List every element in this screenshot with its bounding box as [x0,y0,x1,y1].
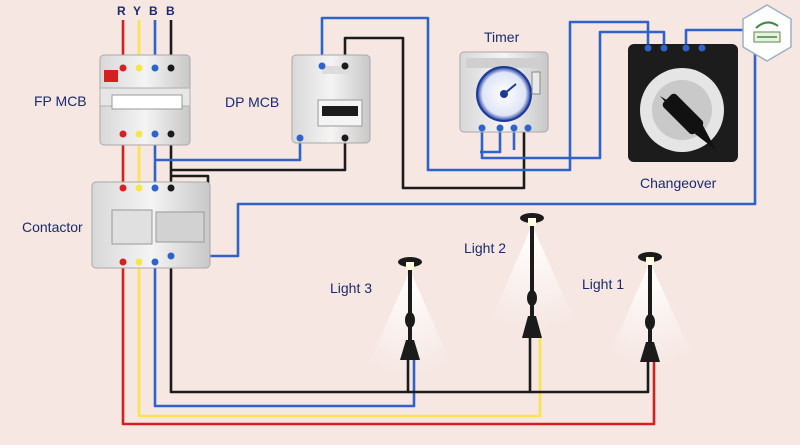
light-2-label: Light 2 [464,240,507,256]
contactor [91,181,211,269]
changeover-label: Changeover [640,175,717,191]
fp-mcb-label: FP MCB [34,93,87,109]
street-lamp-icon [398,257,422,360]
dp-mcb [291,54,371,144]
changeover-switch [628,44,738,162]
contactor-label: Contactor [22,219,83,235]
street-lamp-icon [638,252,662,362]
timer [459,51,549,133]
phase-label-b: B [149,4,158,18]
phase-label-y: Y [133,4,142,18]
street-lamp-icon [520,213,544,338]
company-logo-icon [742,4,792,62]
dp-mcb-label: DP MCB [225,94,280,110]
fp-mcb [99,54,191,146]
phase-label-b2: B [166,4,175,18]
phase-label-r: R [117,4,126,18]
light-1-label: Light 1 [582,276,625,292]
light-3-label: Light 3 [330,280,373,296]
timer-label: Timer [484,29,520,45]
